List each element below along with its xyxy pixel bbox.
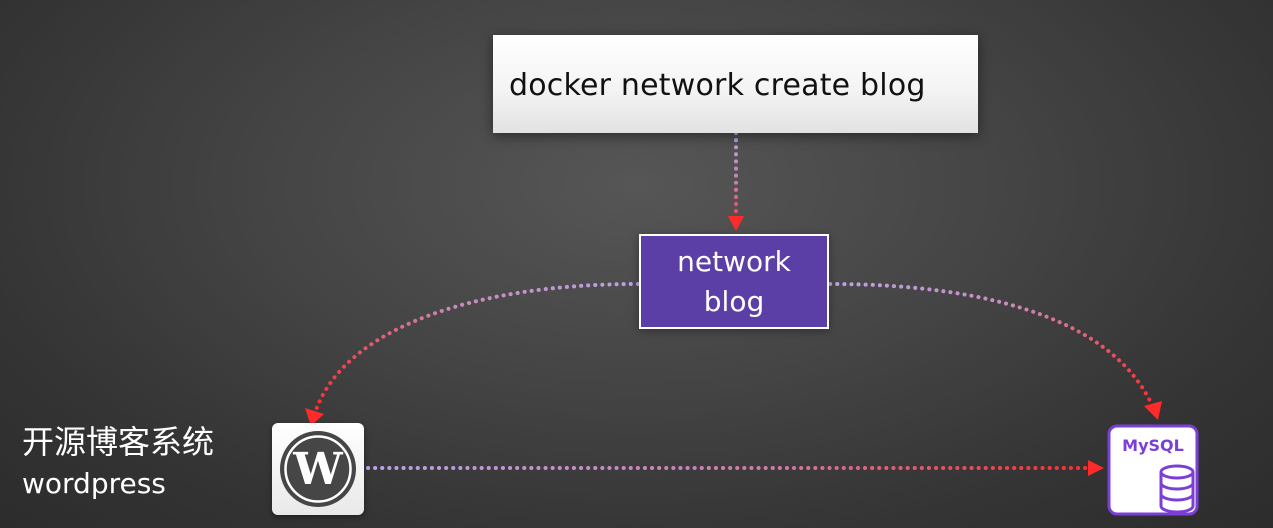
- mysql-logo-svg: MySQL: [1107, 424, 1199, 516]
- network-node-line2: blog: [703, 284, 765, 318]
- network-node: network blog: [639, 234, 829, 329]
- network-node-line1: network: [677, 244, 791, 278]
- connector-network-to-wordpress: [305, 282, 640, 426]
- mysql-database-icon: MySQL: [1107, 424, 1199, 516]
- arrowhead-wordpress: [305, 408, 324, 426]
- arrowhead-mysql-top: [1144, 401, 1162, 420]
- wordpress-logo-icon: W: [272, 423, 364, 515]
- connector-command-to-network: [728, 131, 744, 231]
- wordpress-glyph: W: [292, 444, 343, 495]
- database-cylinder-icon: [1159, 464, 1195, 514]
- arrowhead-network: [728, 216, 744, 231]
- command-box: docker network create blog: [493, 35, 978, 133]
- app-label-english: wordpress: [22, 467, 166, 500]
- arrowhead-mysql-side: [1088, 460, 1104, 476]
- wordpress-logo-svg: W: [280, 431, 356, 507]
- mysql-label: MySQL: [1122, 436, 1184, 455]
- connector-wordpress-to-mysql: [366, 460, 1104, 476]
- command-text: docker network create blog: [509, 67, 926, 103]
- app-label-chinese: 开源博客系统: [22, 423, 215, 461]
- app-label: 开源博客系统 wordpress: [22, 420, 214, 504]
- connector-network-to-mysql: [828, 282, 1162, 420]
